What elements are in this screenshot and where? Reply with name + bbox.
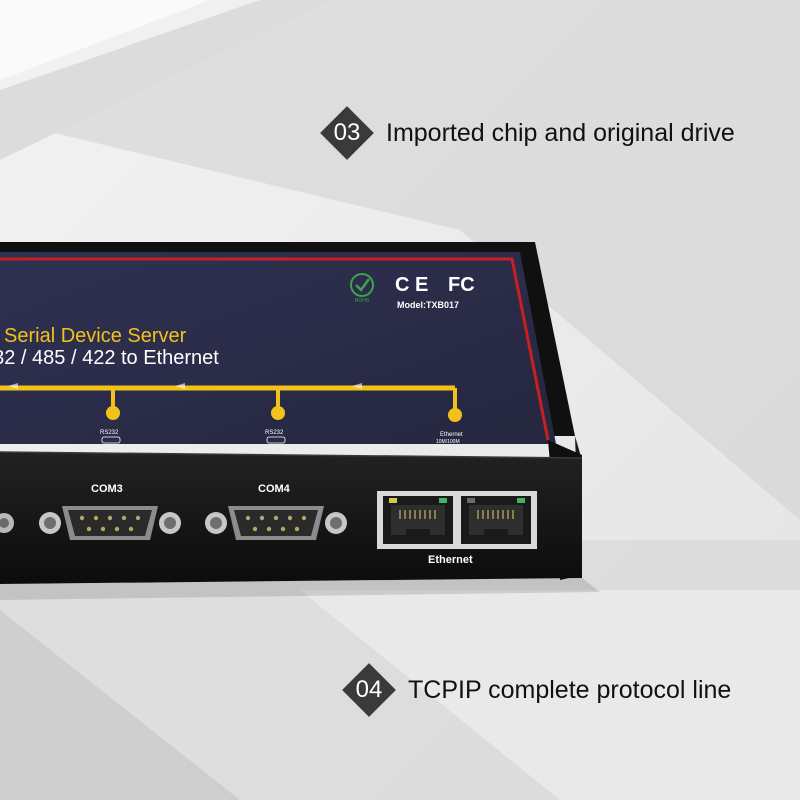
number-badge: 03 (320, 106, 374, 160)
bg-shape (0, 0, 330, 160)
feature-callout-03: 03 Imported chip and original drive (320, 106, 735, 160)
port-label-ethernet: Ethernet (440, 432, 463, 438)
port-label-rs232-b: RS232 (265, 430, 284, 436)
fc-mark: FC (448, 274, 475, 296)
panel-border (0, 257, 550, 441)
bg-shape (0, 0, 800, 520)
feature-text: Imported chip and original drive (386, 118, 735, 147)
rohs-icon: ROHS (350, 273, 374, 304)
bg-shape (300, 590, 800, 800)
db9-outline-icon (101, 436, 121, 444)
link-led-icon (467, 498, 475, 503)
feature-text: TCPIP complete protocol line (408, 675, 732, 704)
port-label-rs232-a: RS232 (100, 430, 119, 436)
number-badge: 04 (342, 663, 396, 717)
port-diagram (0, 383, 462, 422)
port-label-ethernet-speed: 10M/100M (436, 439, 460, 445)
device-top-panel (0, 252, 556, 444)
ce-mark: C E (395, 274, 428, 296)
db9-connector-partial (0, 513, 14, 533)
feature-callout-04: 04 TCPIP complete protocol line (342, 663, 732, 717)
feature-number: 03 (333, 119, 361, 146)
com3-db9-port (39, 506, 181, 540)
device-shadow (0, 578, 600, 600)
bg-shape (0, 0, 210, 80)
device-title: Serial Device Server (4, 325, 187, 347)
ethernet-rj45-ports (377, 491, 537, 549)
bg-shape (0, 610, 240, 800)
activity-led-icon (517, 498, 525, 503)
front-edge-highlight (0, 451, 583, 459)
device-subtitle: 232 / 485 / 422 to Ethernet (0, 347, 219, 369)
link-led-icon (389, 498, 397, 503)
com4-label: COM4 (258, 483, 291, 495)
com4-db9-port (205, 506, 347, 540)
activity-led-icon (439, 498, 447, 503)
ethernet-label: Ethernet (428, 554, 473, 566)
svg-text:ROHS: ROHS (355, 298, 370, 304)
feature-number: 04 (355, 676, 383, 703)
db9-outline-icon (266, 436, 286, 444)
com3-label: COM3 (91, 483, 123, 495)
model-label: Model:TXB017 (397, 300, 459, 310)
